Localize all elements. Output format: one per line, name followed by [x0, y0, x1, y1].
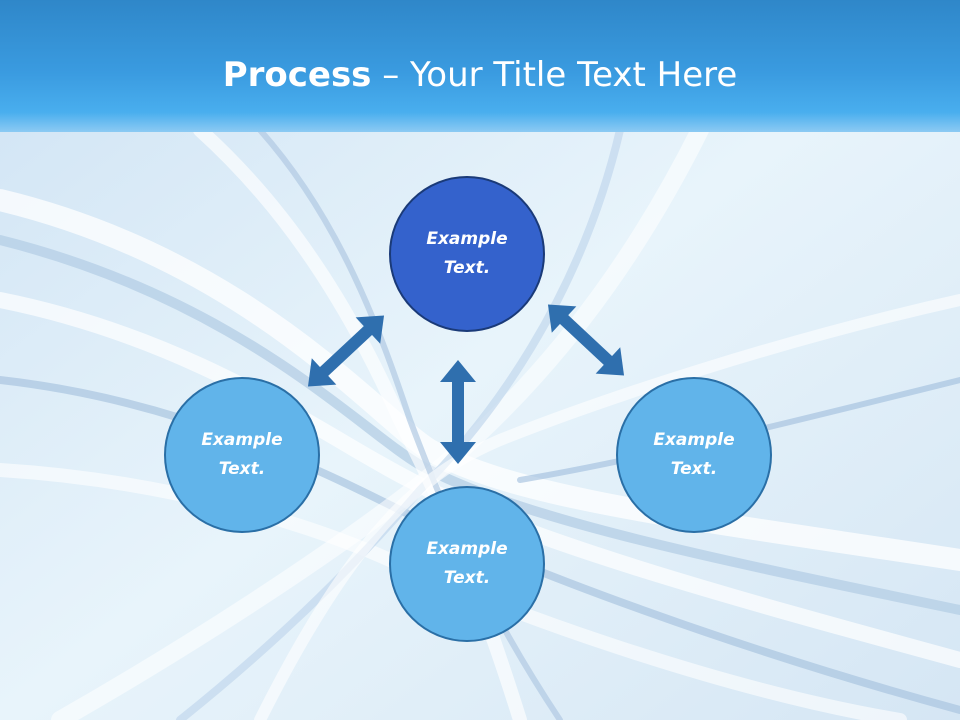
node-label-line2: Text. — [218, 459, 266, 479]
process-node-top[interactable]: Example Text. — [389, 176, 545, 332]
node-label-line2: Text. — [670, 459, 718, 479]
node-label-line1: Example — [426, 229, 508, 249]
slide-title-rest: – Your Title Text Here — [371, 55, 738, 95]
node-label-line1: Example — [426, 539, 508, 559]
slide-title-bold: Process — [222, 55, 372, 95]
process-node-bottom[interactable]: Example Text. — [389, 486, 545, 642]
process-node-left[interactable]: Example Text. — [164, 377, 320, 533]
node-label-line2: Text. — [443, 568, 491, 588]
process-node-right[interactable]: Example Text. — [616, 377, 772, 533]
node-label-line1: Example — [201, 430, 283, 450]
slide-title: Process – Your Title Text Here — [0, 53, 960, 97]
node-label-line1: Example — [653, 430, 735, 450]
node-label-line2: Text. — [443, 258, 491, 278]
title-bar — [0, 0, 960, 132]
